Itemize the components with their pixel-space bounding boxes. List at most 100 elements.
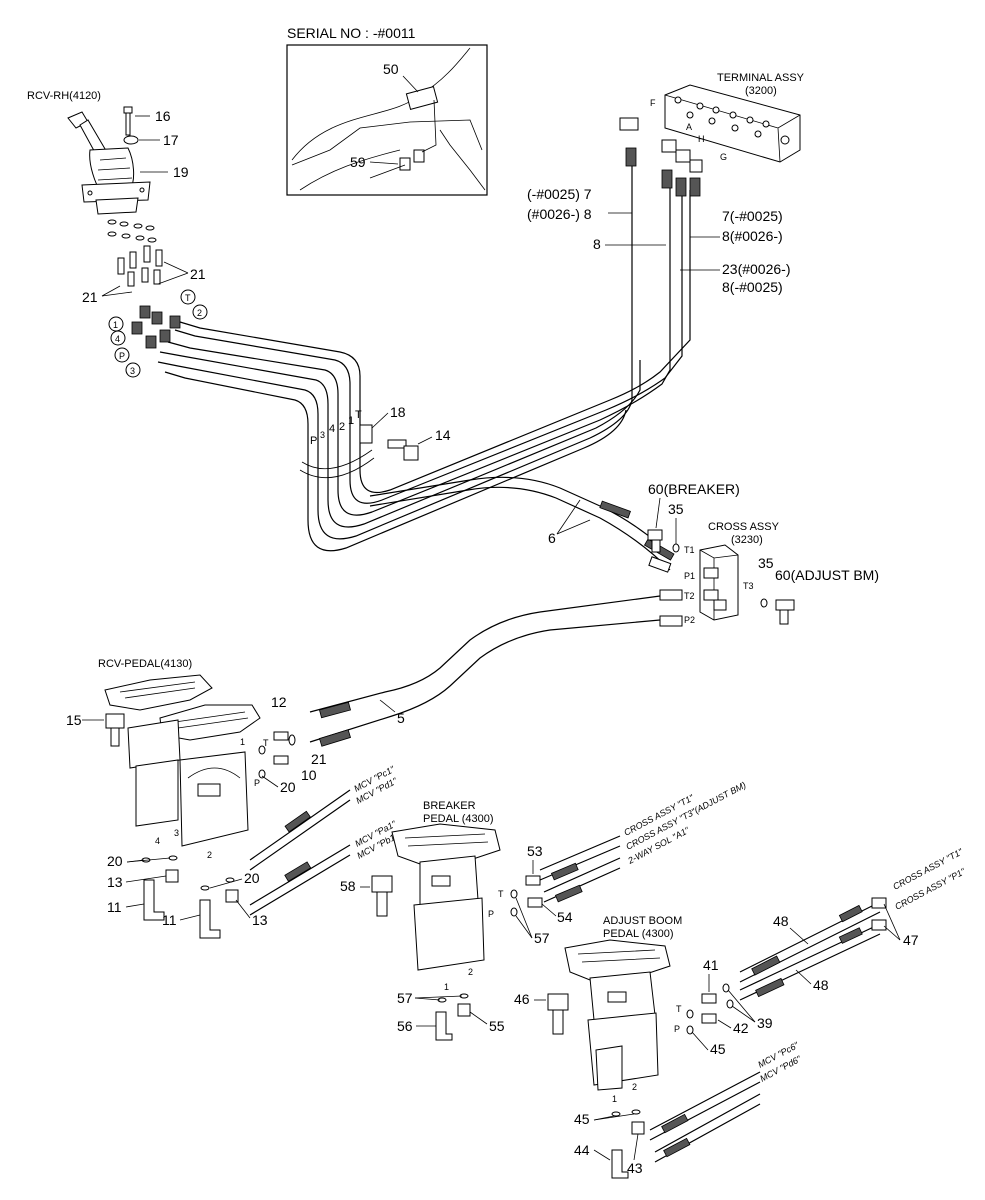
callout-13a: 13 bbox=[107, 874, 123, 890]
callout-11a: 11 bbox=[107, 899, 122, 915]
bolt-14 bbox=[387, 439, 419, 461]
terminal-block bbox=[664, 84, 801, 163]
port-2: 2 bbox=[197, 308, 202, 318]
adjust-port-1: 1 bbox=[612, 1094, 617, 1104]
callout-12: 12 bbox=[271, 694, 287, 710]
callout-19: 19 bbox=[173, 164, 189, 180]
rcv-port-1: 1 bbox=[240, 737, 245, 747]
bolt-15 bbox=[105, 713, 125, 747]
callout-8a: (#0026-) 8 bbox=[527, 206, 592, 222]
rcv-port-3: 3 bbox=[174, 828, 179, 838]
rcv-port-4: 4 bbox=[155, 836, 160, 846]
callout-20c: 20 bbox=[244, 870, 260, 886]
callout-57b: 57 bbox=[397, 990, 413, 1006]
callout-21b: 21 bbox=[82, 289, 98, 305]
adjust-port-t: T bbox=[676, 1004, 682, 1014]
callout-46: 46 bbox=[514, 991, 530, 1007]
breaker-label-1: BREAKER bbox=[423, 800, 476, 812]
callout-47: 47 bbox=[903, 932, 919, 948]
callout-8d: 8(-#0025) bbox=[722, 279, 783, 295]
callout-7b: 7(-#0025) bbox=[722, 208, 783, 224]
breaker-label-2: PEDAL (4300) bbox=[423, 813, 494, 825]
callout-44: 44 bbox=[574, 1142, 590, 1158]
hose-bundle-rh bbox=[157, 150, 691, 552]
adjust-port-2: 2 bbox=[632, 1082, 637, 1092]
breaker-port-1: 1 bbox=[444, 982, 449, 992]
callout-23: 23(#0026-) bbox=[722, 261, 791, 277]
cross-label-1: CROSS ASSY bbox=[708, 521, 780, 533]
adjust-label-2: PEDAL (4300) bbox=[603, 928, 674, 940]
callout-20b: 20 bbox=[107, 853, 123, 869]
callout-45a: 45 bbox=[710, 1041, 726, 1057]
callout-17: 17 bbox=[163, 132, 179, 148]
terminal-port-h: H bbox=[698, 134, 705, 144]
callout-48b: 48 bbox=[813, 977, 829, 993]
callout-5: 5 bbox=[397, 710, 405, 726]
rcv-port-t: T bbox=[263, 738, 269, 748]
callout-21a: 21 bbox=[190, 266, 206, 282]
rcv-pedal-fittings bbox=[141, 731, 296, 939]
port-3: 3 bbox=[130, 366, 135, 376]
serial-inset bbox=[286, 44, 488, 196]
terminal-label-2: (3200) bbox=[745, 85, 777, 97]
cross-port-p2: P2 bbox=[684, 615, 695, 625]
breaker-fittings bbox=[435, 875, 543, 1041]
callout-53: 53 bbox=[527, 843, 543, 859]
port-p: P bbox=[119, 351, 125, 361]
hose-mark-1: 1 bbox=[348, 415, 354, 427]
callout-42: 42 bbox=[733, 1020, 749, 1036]
serial-title: SERIAL NO : -#0011 bbox=[287, 25, 416, 41]
hose-48 bbox=[739, 897, 887, 1001]
hose-mark-2: 2 bbox=[339, 421, 345, 433]
terminal-label-1: TERMINAL ASSY bbox=[717, 72, 805, 84]
rcv-port-2: 2 bbox=[207, 850, 212, 860]
callout-59: 59 bbox=[350, 154, 366, 170]
callout-56: 56 bbox=[397, 1018, 413, 1034]
hose-mark-t: T bbox=[355, 409, 362, 421]
cross-port-t2: T2 bbox=[684, 591, 695, 601]
bolt-16 bbox=[123, 106, 133, 136]
callout-20a: 20 bbox=[280, 779, 296, 795]
callout-16: 16 bbox=[155, 108, 171, 124]
callout-18: 18 bbox=[390, 404, 406, 420]
hose-mark-3: 3 bbox=[320, 430, 325, 440]
rcv-rh-label: RCV-RH(4120) bbox=[27, 90, 101, 102]
callout-14: 14 bbox=[435, 427, 451, 443]
callout-10: 10 bbox=[301, 767, 317, 783]
breaker-hoses bbox=[539, 835, 621, 903]
port-1: 1 bbox=[113, 320, 118, 330]
rcv-pedal-label: RCV-PEDAL(4130) bbox=[98, 658, 192, 670]
note-cross-t3: CROSS ASSY "T3"(ADJUST BM) bbox=[624, 780, 747, 852]
callout-55: 55 bbox=[489, 1018, 505, 1034]
callout-13b: 13 bbox=[252, 912, 268, 928]
callout-6: 6 bbox=[548, 530, 556, 546]
callout-21c: 21 bbox=[311, 751, 327, 767]
callout-48a: 48 bbox=[773, 913, 789, 929]
adjust-mcv-hoses bbox=[649, 1071, 761, 1163]
fitting-60-adjust bbox=[775, 599, 795, 625]
cross-block bbox=[699, 544, 739, 621]
rcv-pedal bbox=[104, 674, 261, 847]
bolt-58 bbox=[371, 875, 393, 917]
callout-60-breaker: 60(BREAKER) bbox=[648, 481, 740, 497]
callout-35a: 35 bbox=[668, 501, 684, 517]
breaker-port-p: P bbox=[488, 909, 494, 919]
adjust-port-p: P bbox=[674, 1024, 680, 1034]
mcv-hoses-left bbox=[249, 789, 351, 916]
rcv-port-p: P bbox=[254, 778, 260, 788]
hose-6 bbox=[369, 476, 675, 573]
cross-port-t3: T3 bbox=[743, 581, 754, 591]
hose-5 bbox=[309, 589, 683, 747]
callout-57a: 57 bbox=[534, 930, 550, 946]
callout-15: 15 bbox=[66, 712, 82, 728]
breaker-port-2: 2 bbox=[468, 967, 473, 977]
adjust-pedal bbox=[564, 939, 671, 1091]
callout-39: 39 bbox=[757, 1015, 773, 1031]
callout-35b: 35 bbox=[758, 555, 774, 571]
cross-port-p1: P1 bbox=[684, 571, 695, 581]
callout-41: 41 bbox=[703, 957, 719, 973]
callout-54: 54 bbox=[557, 909, 573, 925]
port-t: T bbox=[185, 293, 191, 303]
port-markers bbox=[108, 289, 208, 378]
